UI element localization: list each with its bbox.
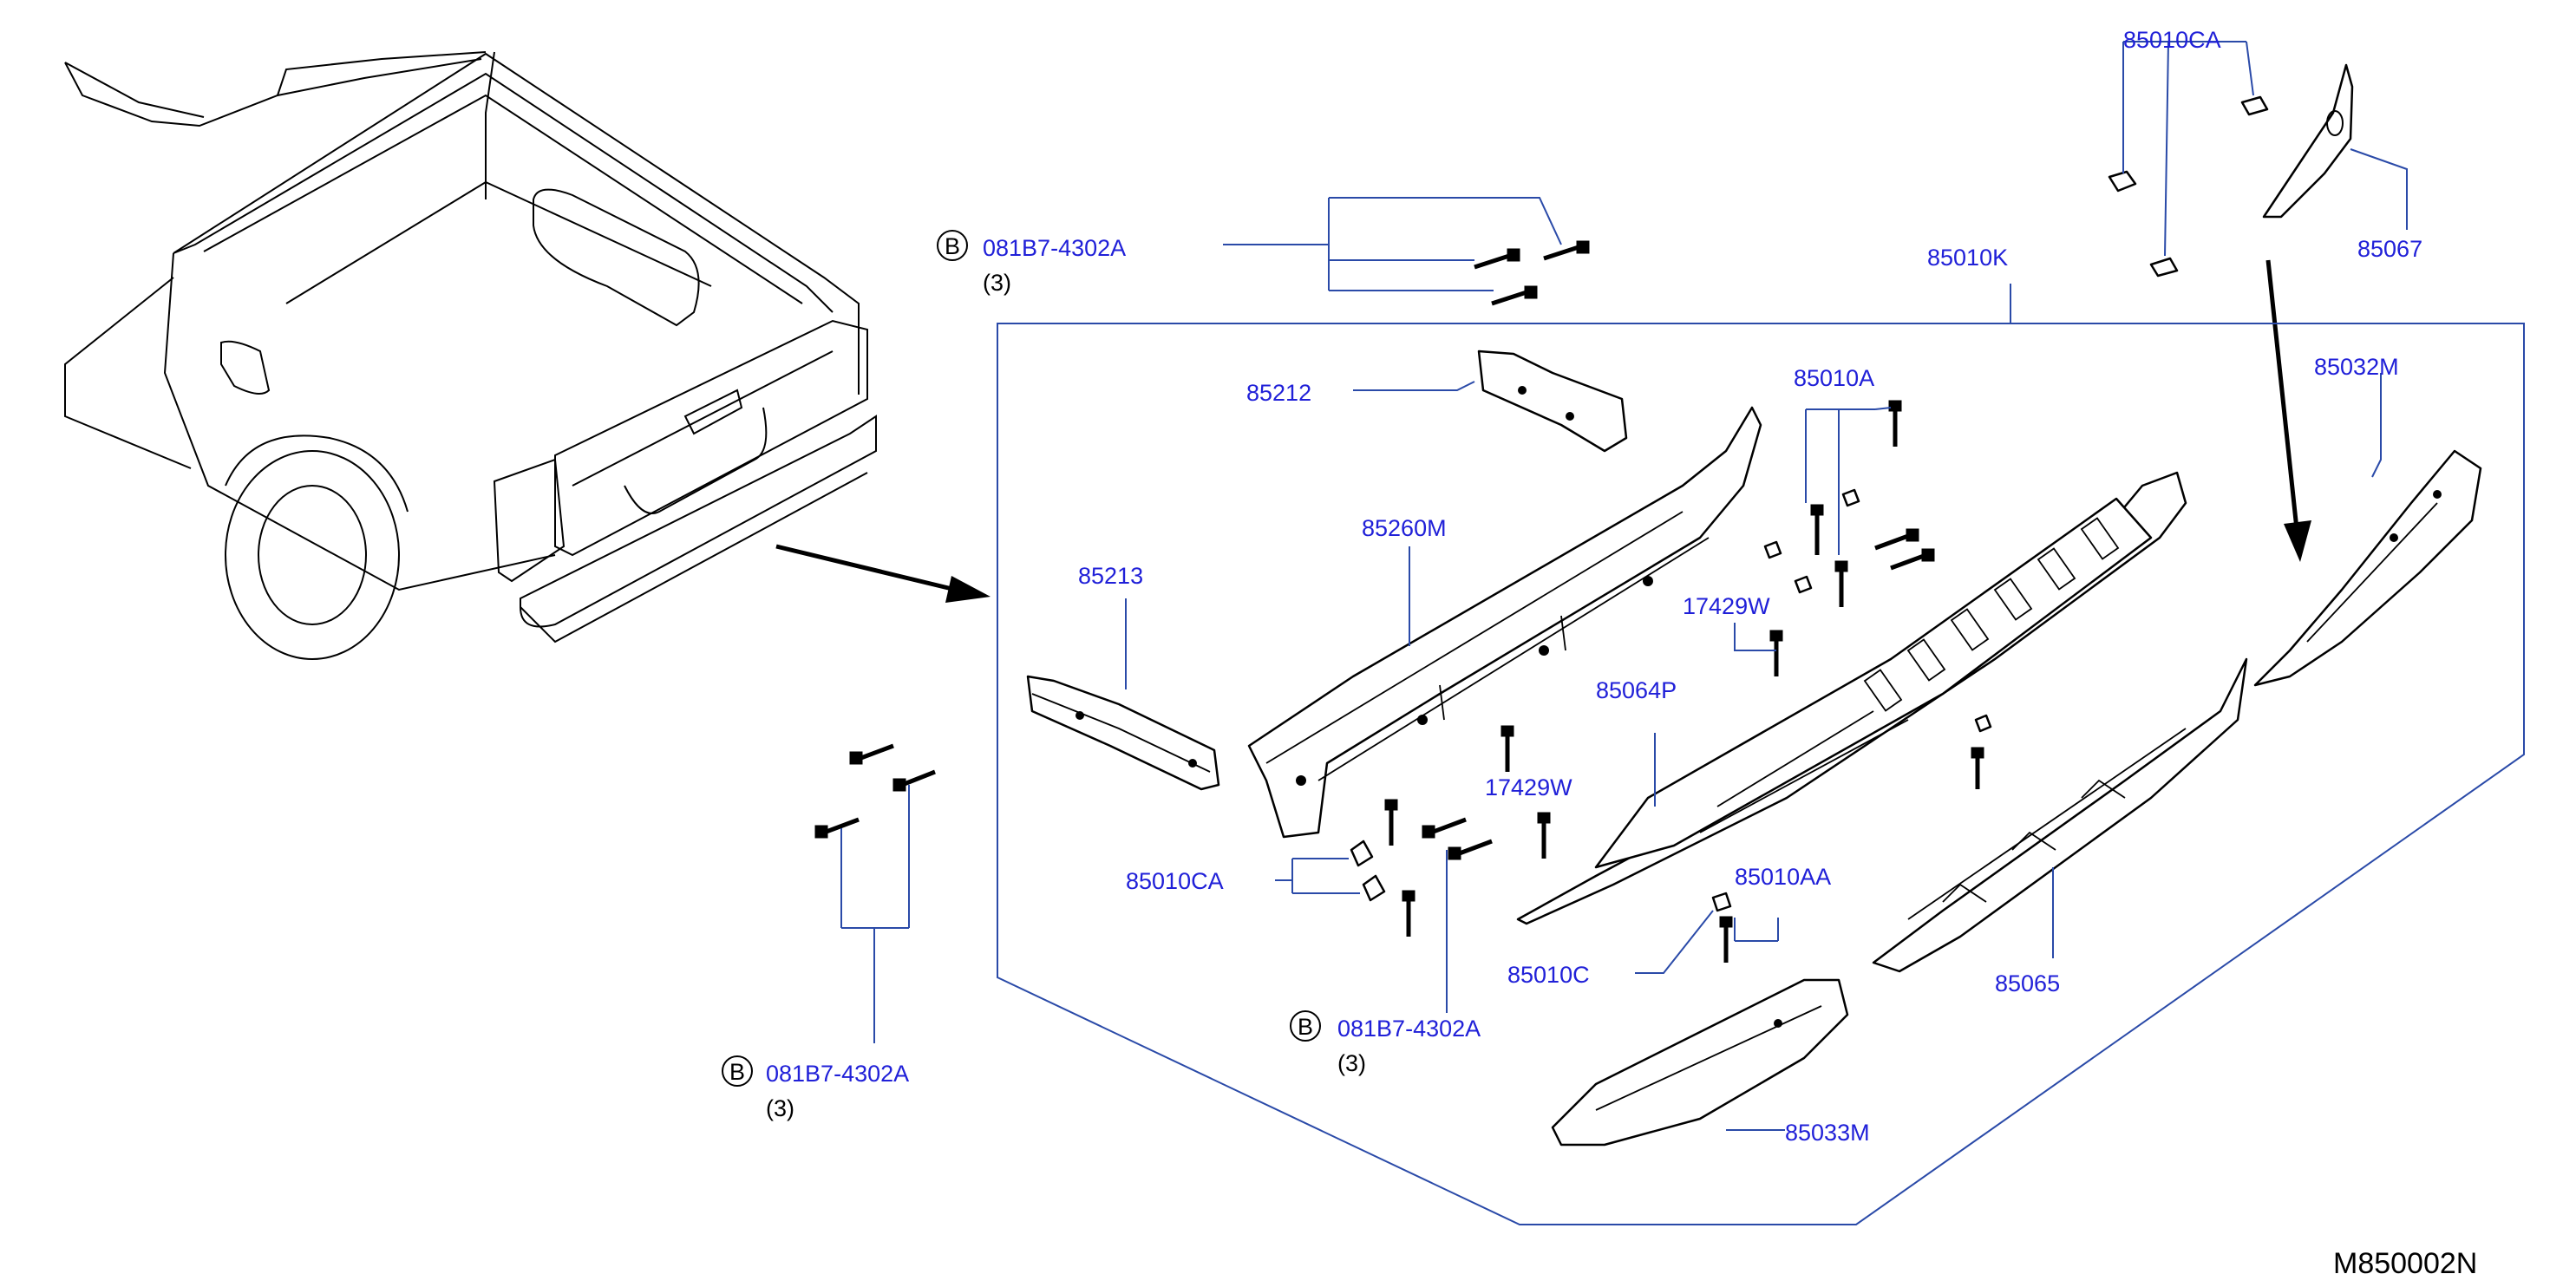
label-85064P: 85064P: [1596, 677, 1677, 703]
svg-text:B: B: [1298, 1014, 1313, 1040]
clip-85010C: [1711, 892, 1732, 912]
label-081B7-4302A-mid: 081B7-4302A: [1337, 1016, 1481, 1042]
nuts-85010A: [1763, 488, 1992, 733]
clips-85010CA-top: [2108, 95, 2269, 278]
part-85212: [1477, 350, 1628, 453]
direction-arrows: [775, 259, 2311, 603]
svg-text:B: B: [945, 233, 960, 259]
b-marker-left: B: [722, 1055, 753, 1087]
assembly-85010K-outline: [997, 323, 2525, 1225]
label-17429W-b: 17429W: [1485, 774, 1572, 800]
part-85067: [2262, 63, 2354, 219]
part-85260M: [1247, 406, 1762, 839]
label-85065: 85065: [1995, 970, 2060, 996]
label-qty-left: (3): [766, 1095, 794, 1121]
label-85010CA-left: 85010CA: [1126, 868, 1224, 894]
part-85032M: [2253, 449, 2482, 687]
part-85064P: [1516, 471, 2187, 925]
part-85033M: [1551, 978, 1849, 1147]
part-85213: [1026, 675, 1220, 791]
label-qty-mid: (3): [1337, 1050, 1366, 1076]
label-85010A: 85010A: [1794, 365, 1874, 391]
label-85010C: 85010C: [1507, 962, 1590, 988]
reference-code: M850002N: [2333, 1247, 2477, 1280]
label-85010AA: 85010AA: [1735, 864, 1831, 890]
label-85010K: 85010K: [1927, 245, 2008, 271]
bolts: [814, 240, 1984, 963]
label-qty-top: (3): [983, 270, 1011, 296]
leader-lines: [840, 41, 2408, 1131]
part-85065: [1872, 657, 2248, 973]
label-85067: 85067: [2357, 236, 2422, 262]
clips-85010CA-left: [1350, 839, 1386, 902]
svg-text:B: B: [729, 1059, 745, 1085]
b-marker-mid: B: [1290, 1010, 1321, 1042]
truck-illustration: [64, 51, 877, 660]
label-17429W-a: 17429W: [1683, 593, 1770, 619]
label-081B7-4302A-left: 081B7-4302A: [766, 1061, 909, 1087]
label-081B7-4302A-top: 081B7-4302A: [983, 235, 1126, 261]
b-marker-top: B: [937, 230, 968, 261]
label-85033M: 85033M: [1785, 1120, 1870, 1146]
label-85212: 85212: [1246, 380, 1311, 406]
label-85010CA-top: 85010CA: [2123, 27, 2221, 53]
label-85032M: 85032M: [2314, 354, 2399, 380]
label-85260M: 85260M: [1362, 515, 1447, 541]
label-85213: 85213: [1078, 563, 1143, 589]
